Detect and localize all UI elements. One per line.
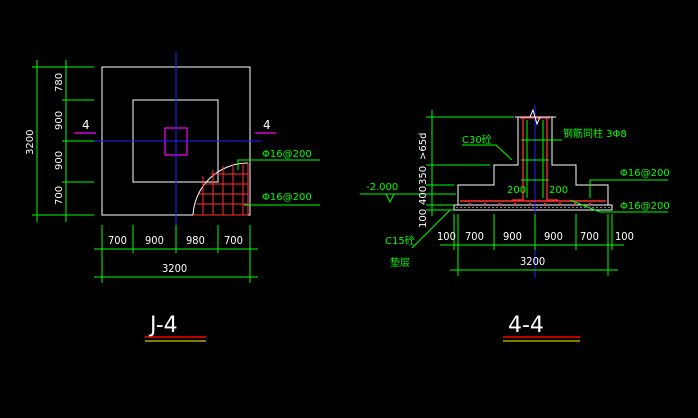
- section-rebar-top-label: Φ16@200: [620, 168, 670, 179]
- plan-hdim-3: 980: [186, 234, 205, 247]
- section-vdim-2: 350: [418, 166, 429, 185]
- plan-vertical-dims: [32, 60, 94, 222]
- plan-vdim-1: 780: [54, 73, 65, 92]
- plan-title: J-4: [148, 313, 178, 338]
- plan-vdim-4: 700: [54, 186, 65, 205]
- section-mark-right: 4: [263, 118, 271, 132]
- section-mark-left: 4: [82, 118, 90, 132]
- leader-top: [237, 159, 320, 170]
- cushion-label-2: 垫层: [390, 256, 410, 269]
- section-dim-200-right: 200: [549, 185, 568, 196]
- section-stirrups: [521, 120, 549, 198]
- plan-hdim-1: 700: [108, 234, 127, 247]
- section-title: 4-4: [508, 313, 544, 338]
- cushion-label: C15砼: [385, 234, 415, 247]
- plan-rebar-bottom-label: Φ16@200: [262, 192, 312, 203]
- section-horizontal-dims: [440, 214, 624, 276]
- section-vdim-1: >65d: [418, 133, 429, 160]
- plan-vdim-3: 900: [54, 151, 65, 170]
- section-vdim-4: 100: [418, 209, 429, 228]
- plan-total-height: 3200: [25, 130, 36, 155]
- section-rebar-bottom-label: Φ16@200: [620, 201, 670, 212]
- concrete-label: C30砼: [462, 133, 492, 146]
- section-break-mark: [515, 108, 556, 126]
- section-view: 200 200 C30砼 钢筋同柱 3Φ8 Φ16@200 Φ16@200 -2…: [360, 105, 670, 342]
- section-total-width: 3200: [520, 255, 545, 268]
- plan-horizontal-dims: [94, 225, 258, 283]
- plan-vdim-2: 900: [54, 111, 65, 130]
- section-cushion: [453, 204, 613, 211]
- plan-total-width: 3200: [162, 262, 187, 275]
- section-dim-200-left: 200: [507, 185, 526, 196]
- elevation-label: -2.000: [366, 182, 398, 193]
- section-hdim-2: 700: [465, 230, 484, 243]
- section-vdim-3: 400: [418, 186, 429, 205]
- section-vertical-dims: [426, 110, 514, 216]
- section-hdim-6: 100: [615, 230, 634, 243]
- section-hdim-3: 900: [503, 230, 522, 243]
- plan-hdim-2: 900: [145, 234, 164, 247]
- section-rebar-bottom-leader: [569, 199, 668, 213]
- elevation-triangle: [385, 193, 395, 204]
- section-hdim-1: 100: [437, 230, 456, 243]
- section-hdim-4: 900: [544, 230, 563, 243]
- plan-rebar-top-label: Φ16@200: [262, 149, 312, 160]
- section-hdim-5: 700: [580, 230, 599, 243]
- column-rebar-label: 钢筋同柱 3Φ8: [563, 127, 627, 140]
- plan-view: 4 4 Φ16@200 Φ16@200: [25, 52, 320, 342]
- concrete-leader: [462, 144, 513, 161]
- section-rebar-top-leader: [589, 179, 668, 198]
- cushion-leader: [411, 209, 451, 249]
- section-bottom-rebar-dots: [468, 202, 592, 206]
- plan-hdim-4: 700: [224, 234, 243, 247]
- plan-rebar-detail: [192, 162, 249, 216]
